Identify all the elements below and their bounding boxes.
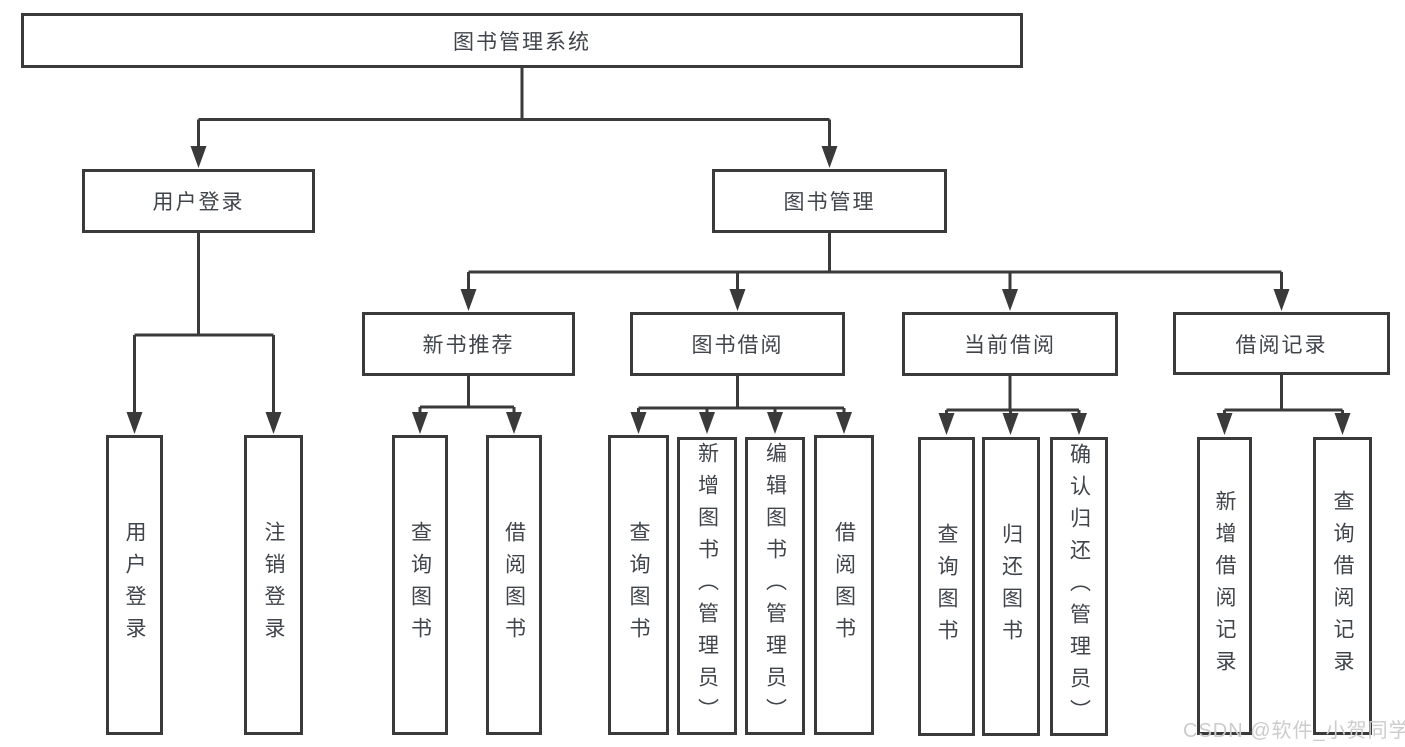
arrowhead — [699, 412, 715, 434]
node-add-books-admin: 新增图书（管理员） — [677, 437, 737, 735]
node-book-borrowing: 图书借阅 — [630, 312, 845, 376]
arrowhead — [1002, 413, 1019, 435]
arrowhead — [1216, 413, 1233, 435]
node-new-book-recommend: 新书推荐 — [362, 312, 575, 376]
arrowhead — [506, 412, 522, 434]
arrowheads — [126, 146, 1351, 435]
arrowhead — [729, 289, 746, 311]
arrowhead — [190, 146, 207, 168]
arrowhead — [126, 412, 143, 434]
node-logout: 注销登录 — [244, 435, 303, 735]
arrowhead — [265, 412, 282, 434]
node-query-books-2: 查询图书 — [608, 435, 669, 735]
node-query-books-1: 查询图书 — [392, 435, 448, 735]
node-borrow-records: 借阅记录 — [1173, 312, 1390, 375]
watermark: CSDN @软件_小贺同学 — [1183, 720, 1405, 742]
node-user-login-leaf: 用户登录 — [106, 435, 163, 735]
arrowhead — [412, 412, 428, 434]
arrowhead — [821, 146, 838, 168]
node-edit-books-admin: 编辑图书（管理员） — [745, 437, 805, 735]
arrowhead — [460, 289, 477, 311]
arrowhead — [836, 412, 852, 434]
node-borrow-books-2: 借阅图书 — [814, 435, 874, 735]
arrowhead — [1002, 289, 1018, 311]
arrowhead — [1071, 413, 1087, 435]
arrowhead — [1334, 413, 1351, 435]
node-user-login: 用户登录 — [82, 169, 315, 233]
arrowhead — [767, 412, 783, 434]
node-confirm-return-admin: 确认归还（管理员） — [1050, 437, 1108, 736]
node-add-borrow-record: 新增借阅记录 — [1197, 437, 1252, 735]
arrowhead — [1273, 289, 1290, 311]
node-borrow-books-1: 借阅图书 — [486, 435, 542, 735]
arrowhead — [938, 413, 955, 435]
node-return-books: 归还图书 — [982, 437, 1040, 736]
node-current-borrowing: 当前借阅 — [902, 312, 1118, 376]
node-query-borrow-record: 查询借阅记录 — [1313, 437, 1372, 735]
node-query-books-3: 查询图书 — [918, 437, 975, 736]
arrowhead — [630, 412, 647, 434]
node-book-management: 图书管理 — [712, 169, 947, 233]
node-library-management-system: 图书管理系统 — [21, 13, 1023, 68]
